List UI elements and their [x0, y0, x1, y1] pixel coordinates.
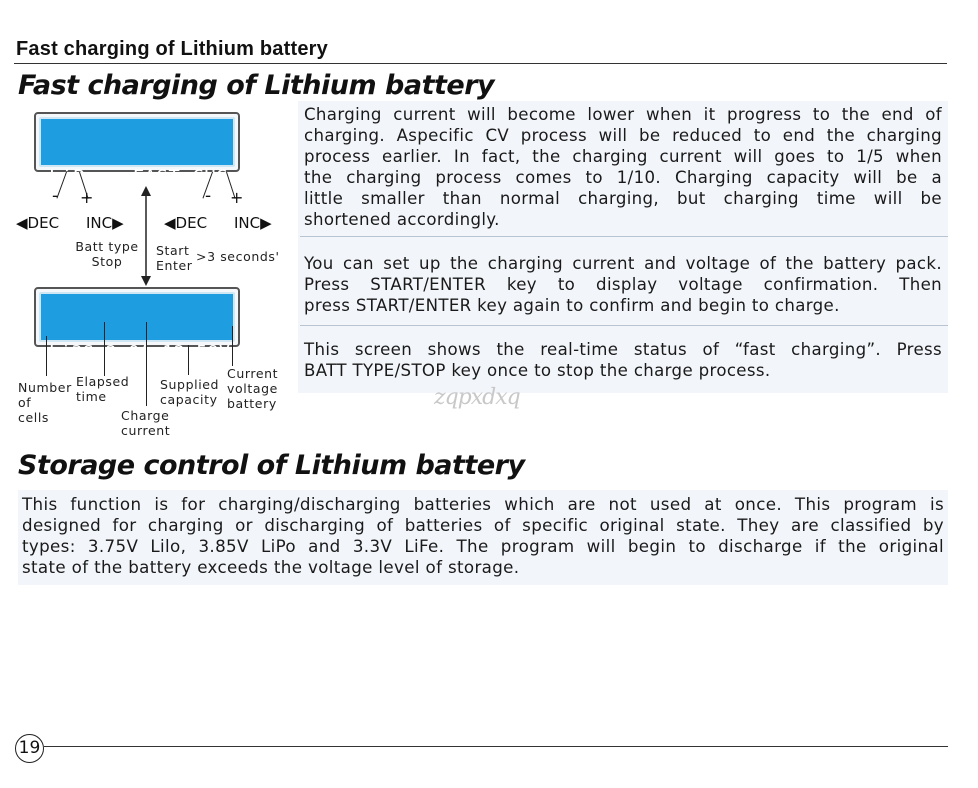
- pointer-line: [104, 322, 105, 376]
- paragraph-line: This screen shows the real-time status o…: [304, 340, 942, 359]
- batt-type-stop-label: Batt type Stop: [75, 239, 139, 269]
- left-triangle-icon: ◀: [164, 214, 176, 232]
- lcd-screen-top: LiPo FAST CHG 2.0A 11.1V(3S): [34, 112, 240, 251]
- cells-text: cells: [18, 410, 50, 425]
- paragraph-line: types: 3.75V Lilo, 3.85V LiPo and 3.3V L…: [22, 536, 944, 556]
- number-text: Number: [18, 380, 72, 395]
- paragraph-storage-control: This function is for charging/dischargin…: [22, 494, 944, 578]
- lcd-bottom-line-1: Li3S 2.0A 12.59V: [49, 342, 231, 363]
- paragraph-divider: [300, 236, 948, 237]
- paragraph-line: the charging process comes to 1/10. Char…: [304, 168, 942, 187]
- elapsed-time-label: Elapsed time: [76, 374, 129, 404]
- right-triangle-icon: ▶: [260, 214, 272, 232]
- inc-button-left: INC▶: [86, 214, 124, 232]
- page-number: 19: [15, 734, 44, 763]
- dec-button-left: ◀DEC: [16, 214, 59, 232]
- left-triangle-icon: ◀: [16, 214, 28, 232]
- paragraph-line: You can set up the charging current and …: [304, 254, 942, 273]
- section-title-fast-charging: Fast charging of Lithium battery: [18, 70, 495, 101]
- paragraph-line: little smaller than normal charging, but…: [304, 189, 942, 208]
- lcd-top-line-1: LiPo FAST CHG: [49, 166, 229, 188]
- paragraph-line: Charging current will become lower when …: [304, 105, 942, 124]
- watermark-text: zqpxdxq: [434, 385, 521, 410]
- elapsed-text: Elapsed: [76, 374, 130, 389]
- dec-button-right: ◀DEC: [164, 214, 207, 232]
- lcd-display-bottom: Li3S 2.0A 12.59V FAS 022:43 00682: [39, 292, 241, 426]
- lcd-screen-bottom: Li3S 2.0A 12.59V FAS 022:43 00682: [34, 287, 241, 426]
- paragraph-line: state of the battery exceeds the voltage…: [22, 557, 520, 577]
- paragraph-divider: [300, 325, 948, 326]
- batt-type-text: Batt type: [75, 239, 139, 254]
- supplied-text: Supplied: [160, 377, 220, 392]
- paragraph-line: BATT TYPE/STOP key once to stop the char…: [304, 361, 771, 380]
- charge-text: Charge: [121, 408, 170, 423]
- paragraph-line: Press START/ENTER key to display voltage…: [304, 275, 942, 294]
- plus-sign: +: [80, 188, 94, 207]
- paragraph-line: This function is for charging/dischargin…: [22, 494, 944, 514]
- enter-text: Enter: [156, 258, 193, 273]
- current-word-text: Current: [227, 366, 279, 381]
- paragraph-line: charging. Aspecific CV process will be r…: [304, 126, 942, 145]
- pointer-line: [188, 345, 189, 375]
- lcd-display-top: LiPo FAST CHG 2.0A 11.1V(3S): [39, 117, 235, 251]
- paragraph-realtime-status: This screen shows the real-time status o…: [304, 339, 942, 381]
- hold-duration-label: >3 seconds': [196, 249, 280, 264]
- paragraph-cv-process: Charging current will become lower when …: [304, 104, 942, 230]
- inc-label: INC: [234, 214, 261, 232]
- section-title-storage-control: Storage control of Lithium battery: [18, 450, 525, 481]
- capacity-text: capacity: [160, 392, 218, 407]
- voltage-text: voltage: [227, 381, 278, 396]
- minus-sign: -: [205, 186, 212, 206]
- lcd-top-line-2: 2.0A 11.1V(3S): [49, 229, 229, 251]
- paragraph-line: press START/ENTER key again to confirm a…: [304, 296, 840, 315]
- pointer-line: [146, 322, 147, 406]
- up-down-arrow-icon: [141, 186, 151, 286]
- of-text: of: [18, 395, 32, 410]
- inc-label: INC: [86, 214, 113, 232]
- paragraph-line: shortened accordingly.: [304, 210, 500, 229]
- number-of-cells-label: Number of cells: [18, 380, 72, 425]
- paragraph-line: process earlier. In fact, the charging c…: [304, 147, 942, 166]
- paragraph-setup-instructions: You can set up the charging current and …: [304, 253, 942, 316]
- start-enter-label: Start Enter: [156, 243, 193, 273]
- start-text: Start: [156, 243, 190, 258]
- storage-description-panel: [18, 490, 948, 585]
- pointer-line: [232, 326, 233, 366]
- plus-sign: +: [230, 188, 244, 207]
- inc-button-right: INC▶: [234, 214, 272, 232]
- current-text: current: [121, 423, 171, 438]
- header-divider: [14, 63, 947, 64]
- stop-text: Stop: [91, 254, 123, 269]
- dec-label: DEC: [175, 214, 208, 232]
- current-voltage-label: Current voltage battery: [227, 366, 278, 411]
- battery-text: battery: [227, 396, 277, 411]
- paragraph-line: designed for charging or discharging of …: [22, 515, 944, 535]
- page-header-title: Fast charging of Lithium battery: [16, 38, 328, 60]
- charge-current-label: Charge current: [121, 408, 170, 438]
- pointer-line: [46, 336, 47, 376]
- time-text: time: [76, 389, 107, 404]
- dec-label: DEC: [27, 214, 60, 232]
- supplied-capacity-label: Supplied capacity: [160, 377, 219, 407]
- minus-sign: -: [52, 186, 59, 206]
- description-panel: [298, 101, 948, 393]
- footer-divider: [44, 746, 948, 747]
- right-triangle-icon: ▶: [112, 214, 124, 232]
